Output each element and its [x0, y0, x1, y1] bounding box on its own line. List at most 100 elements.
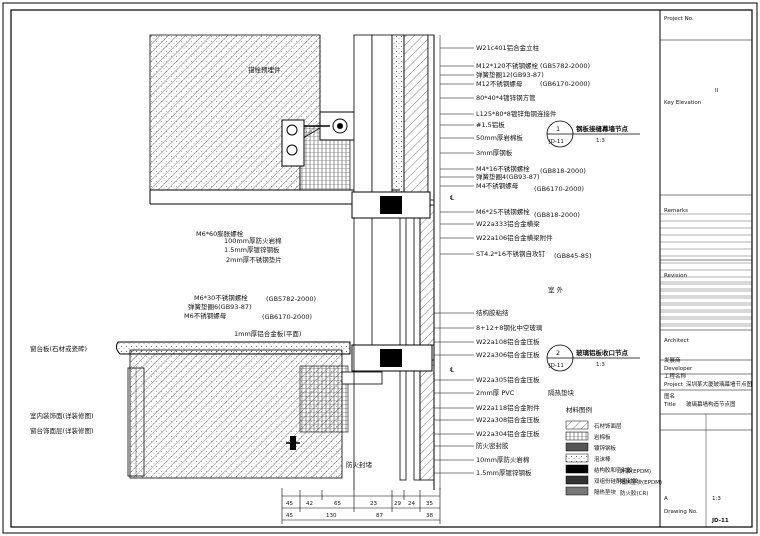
callout-left-3: 1.5mm厚镀锌钢板 — [224, 245, 280, 254]
legend-title: 材料图例 — [566, 405, 592, 414]
detail-1-sheet: JD-11 — [548, 139, 564, 145]
callout-left-9: 窗台板(石材或瓷砖) — [30, 344, 87, 353]
callout-upper-14: W22a106铝合金横梁附件 — [476, 233, 553, 242]
concrete-upper — [149, 34, 400, 205]
tb-project-value: 深圳某大厦玻璃幕墙节点图 — [686, 380, 753, 388]
legend-swatch-3 — [565, 453, 589, 463]
legend-swatch-0 — [565, 420, 589, 430]
detail-1-scale: 1:3 — [596, 138, 605, 144]
dim-top-6: 35 — [426, 501, 433, 507]
std-u-1: (GB6170-2000) — [540, 80, 590, 88]
callout-left-0: 锚栓预埋件 — [248, 65, 281, 74]
legend-swatch-6 — [565, 486, 589, 496]
callout-left-2: 100mm厚防火岩棉 — [224, 236, 282, 245]
std-u-4: (GB818-2000) — [534, 211, 580, 219]
tb-project-cn: 工程名称 — [664, 372, 687, 380]
tb-project: Project — [664, 382, 684, 388]
callout-lower-4: W22a305铝合金压板 — [476, 375, 540, 384]
callout-lower-11: 10mm厚防火岩棉 — [476, 455, 530, 464]
legend-item-1: 岩棉板 — [594, 433, 611, 441]
centerline-mark-upper: ℄ — [450, 194, 455, 202]
dim-bot-3: 38 — [426, 513, 433, 519]
callout-upper-11: M4不锈钢螺母 — [476, 181, 519, 190]
legend-extra-0: 外装(EPDM) — [620, 467, 651, 475]
dim-top-0: 45 — [286, 501, 293, 507]
legend-item-5: 双组份硅酮密封胶 — [594, 477, 639, 485]
legend-extra-1: 隔热垫块(EPDM) — [620, 478, 662, 486]
std-u-0: (GB5782-2000) — [540, 62, 590, 70]
callout-upper-8: 3mm厚钢板 — [476, 148, 513, 157]
detail-1-title: 钢板接缝幕墙节点 — [576, 124, 629, 133]
inner-frame — [10, 9, 753, 528]
callout-upper-13: W22a333铝合金横梁 — [476, 219, 540, 228]
legend-swatch-5 — [565, 475, 589, 485]
callout-left-1: M6*60膨胀螺栓 — [196, 229, 244, 238]
dim-bot-0: 45 — [286, 513, 293, 519]
legend-swatch-1 — [565, 431, 589, 441]
centerline-mark-lower: ℄ — [450, 366, 455, 374]
std-l-1: (GB6170-2000) — [262, 313, 312, 321]
legend-item-2: 镀锌钢板 — [594, 444, 617, 452]
callout-left-4: 2mm厚不锈钢垫片 — [226, 255, 282, 264]
detail-1-num: 1 — [556, 125, 560, 133]
dim-top-5: 24 — [408, 501, 415, 507]
tb-revision: Revision — [664, 273, 687, 279]
callout-upper-0: W21c401铝合金立柱 — [476, 43, 540, 52]
callout-left-12: 防火封堵 — [346, 460, 373, 469]
sill-board — [115, 341, 351, 355]
callouts-left: 锚栓预埋件 M6*60膨胀螺栓100mm厚防火岩棉1.5mm厚镀锌钢板2mm厚不锈… — [30, 65, 373, 469]
callout-lower-0: 结构胶粘结 — [476, 308, 509, 317]
dim-bot-1: 130 — [326, 513, 337, 519]
callout-left-6: 弹簧垫圈6(GB93-87) — [188, 302, 252, 311]
legend-item-3: 泡沫棒 — [594, 455, 611, 463]
callout-upper-5: L125*80*8镀锌角钢连接件 — [476, 109, 557, 118]
tb-developer-cn: 发展商 — [664, 356, 681, 364]
fire-wool-lower — [299, 365, 349, 433]
callout-upper-2: 弹簧垫圈12(GB93-87) — [476, 70, 544, 79]
tb-remarks: Remarks — [664, 208, 688, 214]
callout-left-7: M6不锈钢螺母 — [184, 311, 227, 320]
legend-item-0: 石材饰面层 — [594, 422, 622, 430]
tb-scale: 1:3 — [712, 496, 721, 502]
tb-size: A — [664, 496, 668, 502]
legend-extra-2: 防火胶(CR) — [620, 489, 648, 497]
callout-lower-5: 2mm厚 PVC — [476, 389, 515, 397]
detail-2-sheet: JD-11 — [548, 363, 564, 369]
anchor-bolt-lower — [286, 436, 300, 450]
facade-layers — [319, 34, 441, 490]
callout-upper-4: 80*40*4镀锌钢方管 — [476, 93, 536, 102]
callout-left-11: 窗台饰面层(详装修图) — [30, 426, 94, 435]
callout-upper-9: M4*16不锈钢螺栓 — [476, 164, 530, 173]
legend-item-6: 隔热垫块 — [594, 488, 617, 496]
callout-upper-7: 50mm厚岩棉板 — [476, 133, 523, 142]
tb-title: Title — [663, 402, 676, 408]
callout-upper-10: 弹簧垫圈4(GB93-87) — [476, 172, 540, 181]
detail-2-title: 玻璃铝板收口节点 — [576, 348, 629, 357]
callout-lower-12: 1.5mm厚镀锌钢板 — [476, 468, 532, 477]
tb-developer: Developer — [664, 366, 693, 372]
tb-drawing-no: Drawing No. — [664, 509, 698, 515]
callout-lower-3: W22a306铝合金压板 — [476, 350, 540, 359]
dim-top-2: 65 — [334, 501, 341, 507]
tb-title-value: 玻璃幕墙构造节点图 — [686, 400, 736, 408]
tb-drawing-no-value: JD-11 — [711, 518, 729, 524]
dim-top-1: 42 — [306, 501, 313, 507]
legend-swatch-2 — [565, 442, 589, 452]
callout-lower-1: 8+12+8钢化中空玻璃 — [476, 323, 543, 332]
tb-roman: II — [715, 88, 719, 94]
legend-item-4: 结构胶和密封胶 — [594, 466, 633, 474]
callout-upper-12: M6*25不锈钢螺栓 — [476, 207, 530, 216]
callouts-lower: 结构胶粘结8+12+8钢化中空玻璃W22a108铝合金压板W22a306铝合金压… — [476, 308, 575, 477]
detail-symbol-2: 2 JD-11 玻璃铝板收口节点 1:3 — [546, 344, 640, 372]
std-u-5: (GB845-85) — [554, 252, 592, 260]
detail-2-num: 2 — [556, 349, 560, 357]
std-u-2: (GB818-2000) — [540, 167, 586, 175]
callout-left-10: 室内装饰面(详装修图) — [30, 411, 94, 420]
callout-upper-1: M12*120不锈钢螺栓 — [476, 61, 539, 70]
callout-left-8: 1mm厚铝合金板(平面) — [234, 329, 301, 338]
callout-left-5: M6*30不锈钢螺栓 — [194, 293, 248, 302]
